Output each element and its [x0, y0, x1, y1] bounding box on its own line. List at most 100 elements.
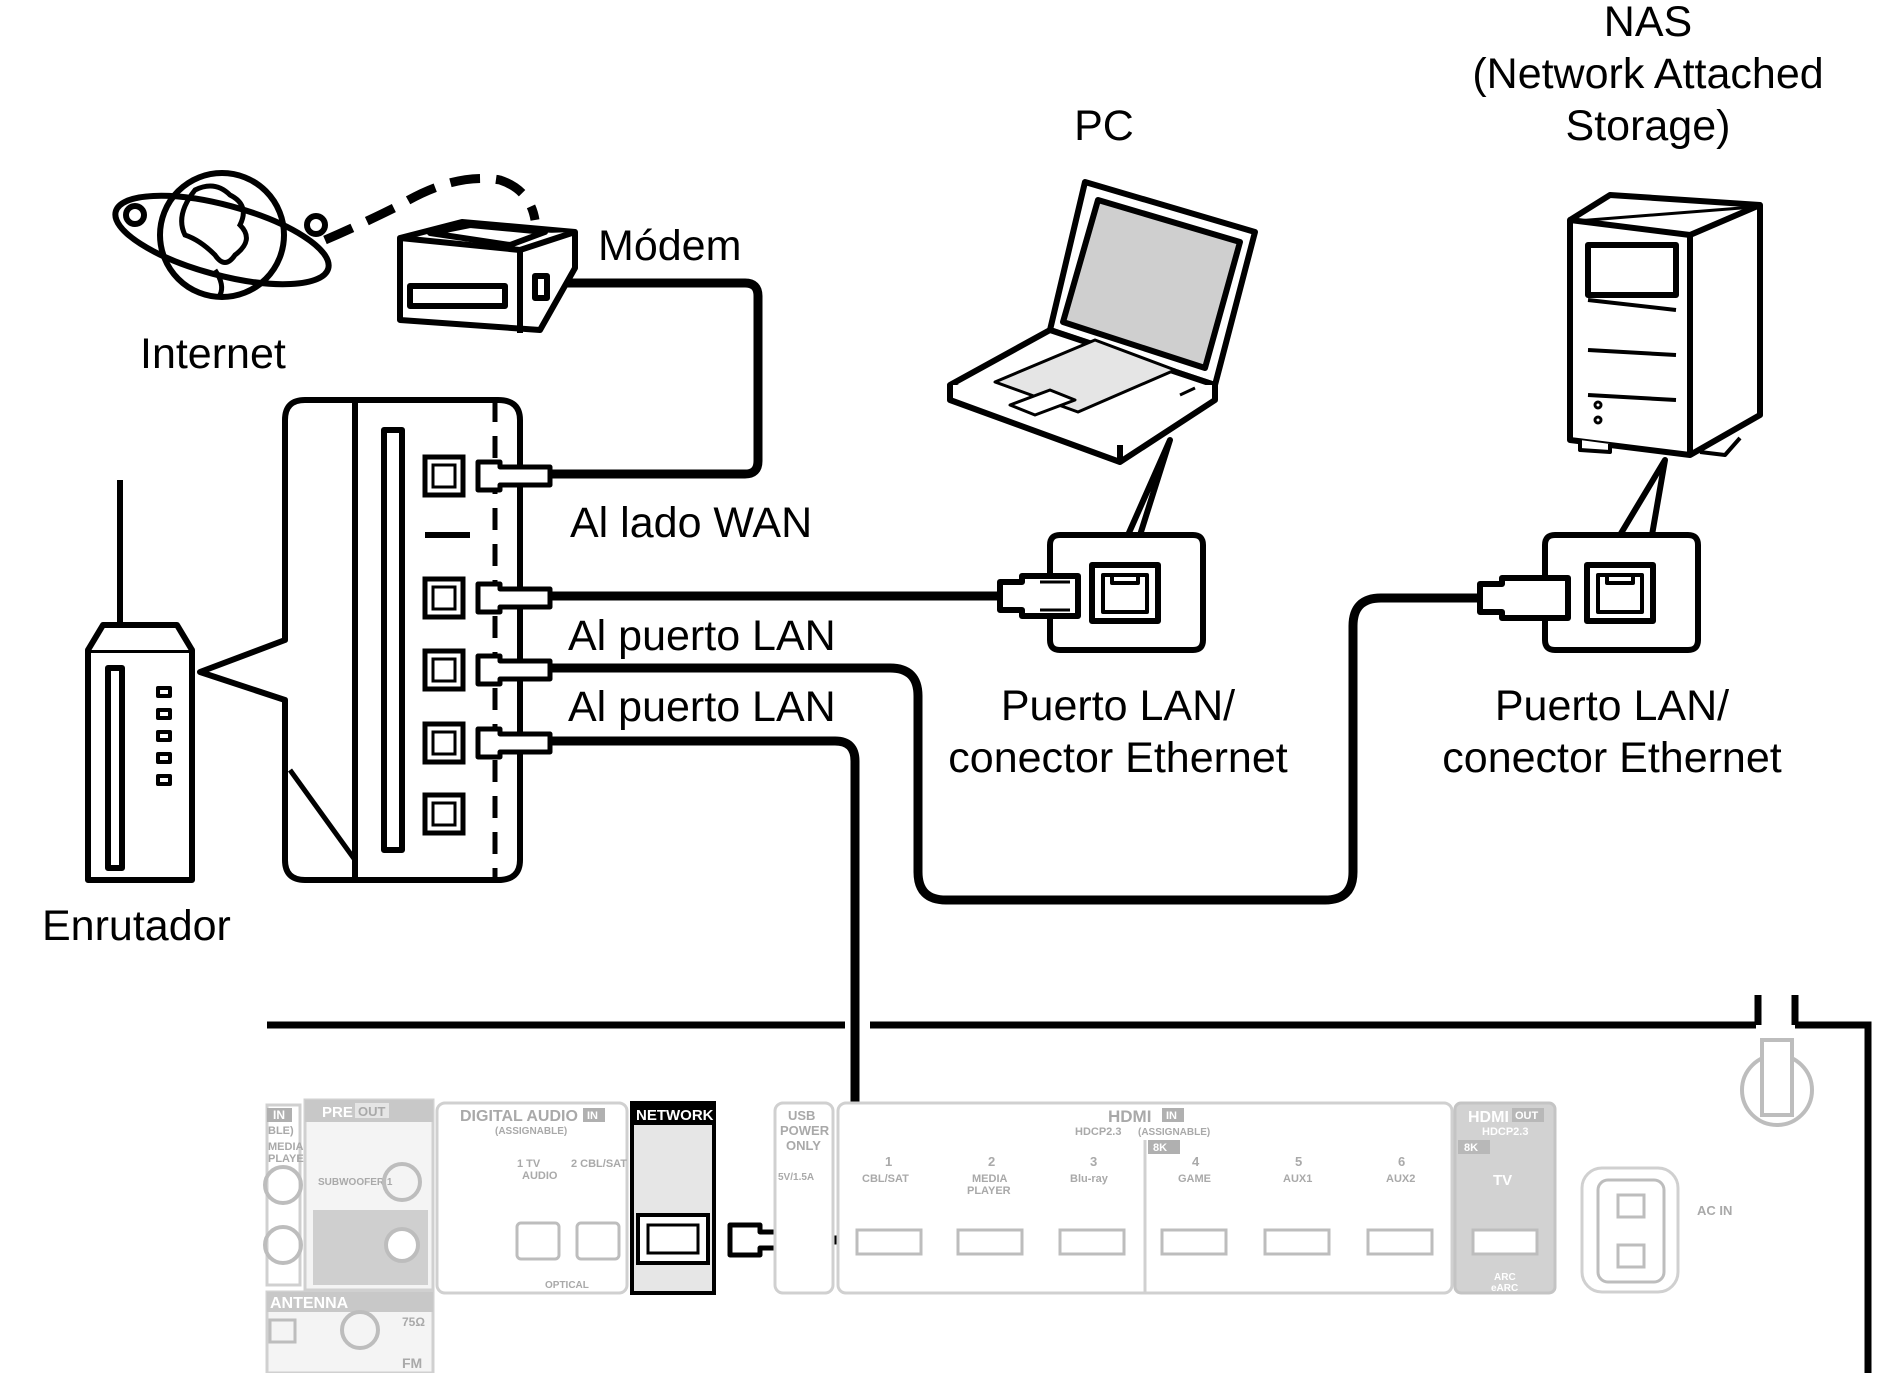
modem-icon	[397, 219, 578, 333]
svg-text:AUX1: AUX1	[1283, 1173, 1312, 1185]
svg-text:5: 5	[1295, 1154, 1302, 1169]
panel-hdmi-in: HDMI IN HDCP2.3 (ASSIGNABLE) 8K 1CBL/SAT…	[836, 1101, 1454, 1295]
antenna-connector	[1740, 1038, 1814, 1127]
panel-ac-in: AC IN	[1580, 1166, 1732, 1294]
svg-text:MEDIA: MEDIA	[268, 1141, 304, 1153]
svg-text:HDCP2.3: HDCP2.3	[1482, 1126, 1528, 1138]
svg-text:ANTENNA: ANTENNA	[270, 1295, 349, 1312]
cable-internet-modem	[323, 173, 540, 245]
router-label: Enrutador	[42, 902, 231, 950]
svg-text:8K: 8K	[1464, 1142, 1478, 1154]
router-port-lan2	[422, 648, 466, 692]
svg-text:2: 2	[988, 1154, 995, 1169]
svg-text:Blu-ray: Blu-ray	[1070, 1173, 1109, 1185]
svg-text:CBL/SAT: CBL/SAT	[862, 1173, 909, 1185]
plug-lan3	[475, 726, 553, 760]
svg-text:HDMI: HDMI	[1108, 1107, 1151, 1126]
svg-text:SUBWOOFER 1: SUBWOOFER 1	[318, 1177, 393, 1188]
svg-text:FM: FM	[402, 1355, 422, 1371]
svg-text:6: 6	[1398, 1154, 1405, 1169]
router-plugs	[475, 459, 553, 760]
svg-text:GAME: GAME	[1178, 1173, 1211, 1185]
svg-text:HDMI: HDMI	[1468, 1109, 1509, 1126]
router-ports	[422, 454, 466, 836]
svg-text:4: 4	[1192, 1154, 1200, 1169]
panel-antenna: ANTENNA 75Ω FM	[265, 1290, 435, 1375]
svg-text:MEDIA: MEDIA	[972, 1173, 1008, 1185]
svg-text:OUT: OUT	[358, 1104, 386, 1119]
svg-text:PLAYER: PLAYER	[967, 1185, 1011, 1197]
svg-text:PRE: PRE	[322, 1104, 353, 1121]
panel-pre-out: PRE OUT SUBWOOFER 1	[303, 1098, 435, 1292]
svg-text:POWER: POWER	[780, 1123, 830, 1138]
cable-modem-wan	[540, 278, 763, 479]
panel-network-port: NETWORK	[630, 1101, 716, 1295]
panel-hdmi-out: HDMI OUT HDCP2.3 8K TV ARC eARC	[1453, 1101, 1557, 1295]
svg-text:2 CBL/SAT: 2 CBL/SAT	[571, 1158, 627, 1170]
svg-text:ARC: ARC	[1494, 1272, 1516, 1283]
panel-usb: USB POWER ONLY 5V/1.5A	[773, 1101, 835, 1295]
receiver-rear-panel: IN BLE) MEDIA PLAYER PRE OUT SUBWOOFER 1…	[263, 995, 1872, 1375]
labels: NAS (Network Attached Storage) PC Módem …	[42, 0, 1824, 950]
panel-digital-audio: DIGITAL AUDIO IN (ASSIGNABLE) 1 TV AUDIO…	[435, 1101, 629, 1295]
modem-label: Módem	[598, 222, 741, 270]
svg-text:AUDIO: AUDIO	[522, 1170, 558, 1182]
nas-port-label-line2: conector Ethernet	[1442, 734, 1781, 782]
nas-title-line2: (Network Attached	[1472, 50, 1823, 98]
plug-wan	[475, 459, 553, 493]
plug-nas	[1477, 575, 1571, 621]
wan-side-label: Al lado WAN	[570, 499, 812, 547]
nas-icon	[1567, 192, 1763, 458]
svg-text:eARC: eARC	[1491, 1283, 1518, 1294]
router-icon	[85, 480, 195, 883]
svg-text:IN: IN	[273, 1108, 285, 1122]
nas-port-callout	[1477, 457, 1701, 653]
svg-text:1 TV: 1 TV	[517, 1158, 541, 1170]
pc-port-callout	[997, 437, 1206, 653]
svg-text:(ASSIGNABLE): (ASSIGNABLE)	[1138, 1127, 1210, 1138]
laptop-icon	[947, 179, 1258, 465]
router-port-lan4	[422, 792, 466, 836]
panel-analog-in: IN BLE) MEDIA PLAYER	[263, 1103, 312, 1287]
svg-text:BLE): BLE)	[268, 1125, 294, 1137]
svg-text:DIGITAL AUDIO: DIGITAL AUDIO	[460, 1108, 578, 1125]
svg-text:HDCP2.3: HDCP2.3	[1075, 1126, 1121, 1138]
svg-text:AC IN: AC IN	[1697, 1203, 1732, 1218]
router-port-wan	[422, 454, 466, 498]
svg-text:1: 1	[885, 1154, 892, 1169]
plug-lan2	[475, 653, 553, 687]
svg-text:AUX2: AUX2	[1386, 1173, 1415, 1185]
svg-text:5V/1.5A: 5V/1.5A	[778, 1172, 814, 1183]
svg-text:IN: IN	[1166, 1110, 1177, 1122]
nas-port-label-line1: Puerto LAN/	[1495, 682, 1729, 730]
nas-title-line1: NAS	[1604, 0, 1692, 46]
svg-text:NETWORK: NETWORK	[636, 1107, 714, 1124]
svg-text:8K: 8K	[1153, 1142, 1167, 1154]
pc-port-label-line1: Puerto LAN/	[1001, 682, 1235, 730]
pc-title: PC	[1074, 102, 1134, 150]
svg-text:ONLY: ONLY	[786, 1138, 821, 1153]
svg-text:USB: USB	[788, 1108, 815, 1123]
svg-text:75Ω: 75Ω	[402, 1315, 425, 1329]
svg-text:3: 3	[1090, 1154, 1097, 1169]
svg-text:TV: TV	[1493, 1172, 1512, 1189]
lan-port-label-1: Al puerto LAN	[568, 612, 836, 660]
pc-port-label-line2: conector Ethernet	[948, 734, 1287, 782]
svg-text:PLAYER: PLAYER	[268, 1153, 312, 1165]
router-port-lan3	[422, 721, 466, 765]
svg-text:OPTICAL: OPTICAL	[545, 1280, 589, 1291]
globe-icon	[112, 170, 332, 300]
router-port-lan1	[422, 576, 466, 620]
plug-pc	[997, 573, 1081, 619]
nas-title-line3: Storage)	[1566, 102, 1731, 150]
cable-lan-nas	[545, 593, 1485, 905]
internet-label: Internet	[140, 330, 286, 378]
router-callout	[197, 397, 523, 883]
